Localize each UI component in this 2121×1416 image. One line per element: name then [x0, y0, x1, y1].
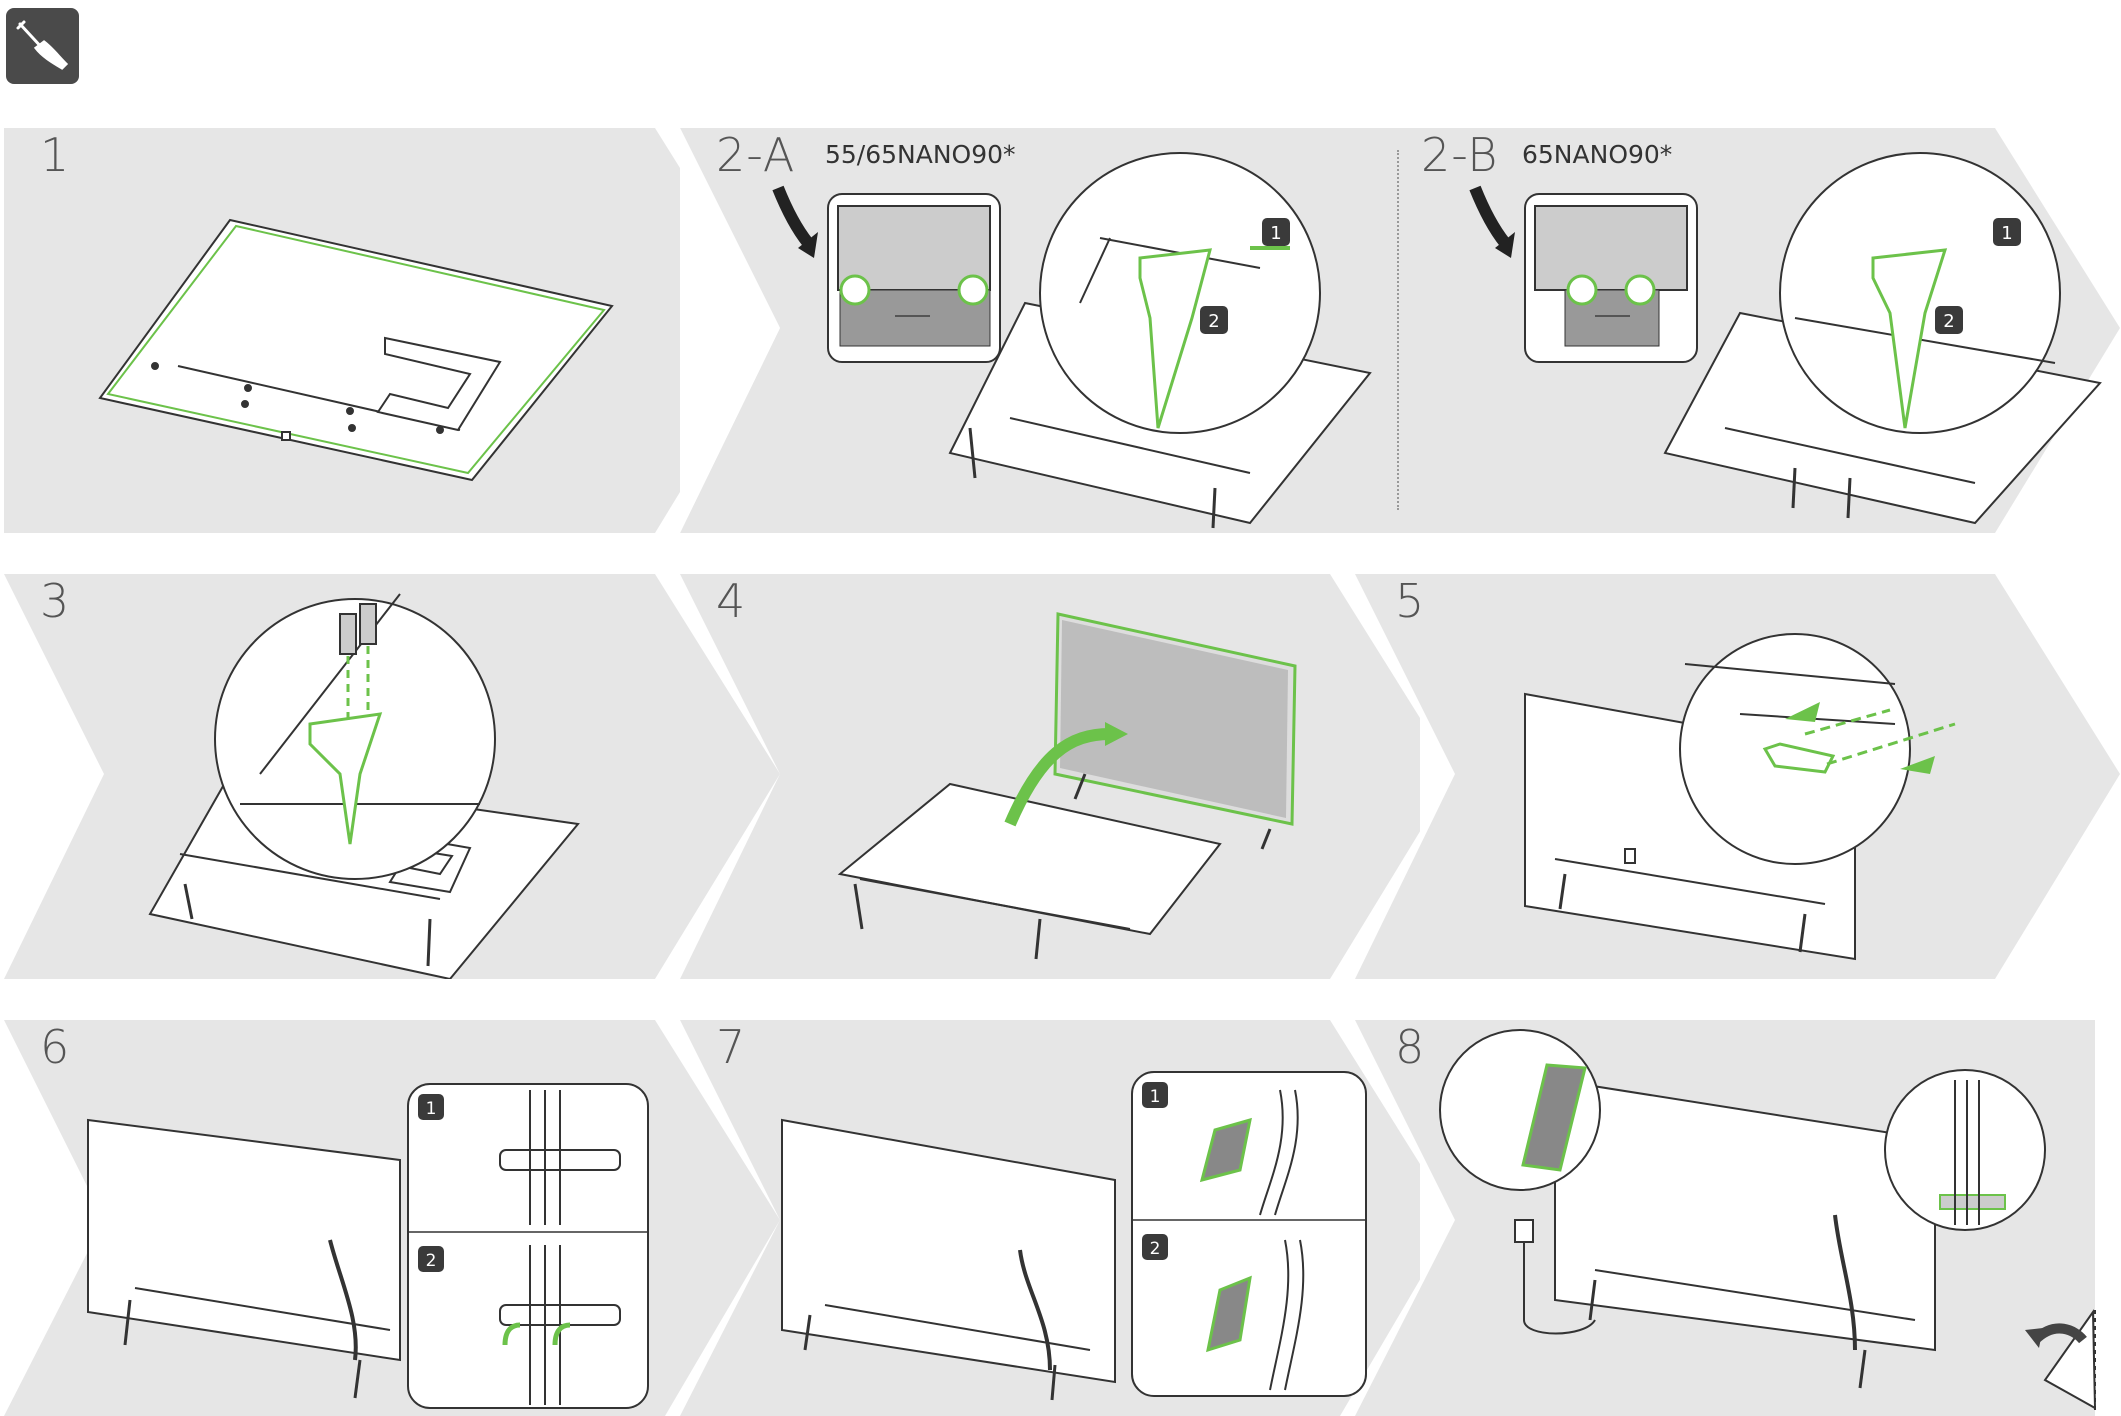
badge-1: 1 [1270, 223, 1281, 244]
cable-routing-illustration: 1 2 [0, 1020, 785, 1416]
step-1-panel: 1 [0, 128, 785, 533]
badge-2: 2 [426, 1251, 437, 1271]
step-6-panel: 6 1 2 [0, 1020, 785, 1416]
stand-up-tv-illustration [680, 574, 1420, 979]
step-5-panel: 5 [1355, 574, 2121, 979]
step-2b-panel: 2-B 65NANO90* 1 2 [1395, 128, 2121, 533]
step-2a-panel: 2-A 55/65NANO90* 1 2 [680, 128, 1420, 533]
badge-2: 2 [1150, 1239, 1161, 1259]
badge-1: 1 [1150, 1087, 1161, 1107]
badge-1: 1 [2001, 223, 2012, 244]
stand-attach-illustration: 1 2 [680, 128, 1420, 533]
step-8-panel: 8 [1355, 1020, 2121, 1416]
badge-1: 1 [426, 1099, 437, 1119]
screw-stand-illustration [0, 574, 785, 979]
step-4-panel: 4 [680, 574, 1420, 979]
step-7-panel: 7 1 2 [680, 1020, 1420, 1416]
stand-attach-illustration: 1 2 [1395, 128, 2121, 533]
cable-holder-illustration [1355, 574, 2121, 979]
badge-2: 2 [1208, 311, 1219, 332]
screwdriver-icon [6, 8, 79, 84]
tv-face-down-illustration [0, 128, 785, 533]
page-turn-arrow-icon [1995, 1300, 2105, 1410]
section-divider [1397, 150, 1399, 510]
step-3-panel: 3 [0, 574, 785, 979]
badge-2: 2 [1943, 311, 1954, 332]
cable-cover-illustration: 1 2 [680, 1020, 1420, 1416]
